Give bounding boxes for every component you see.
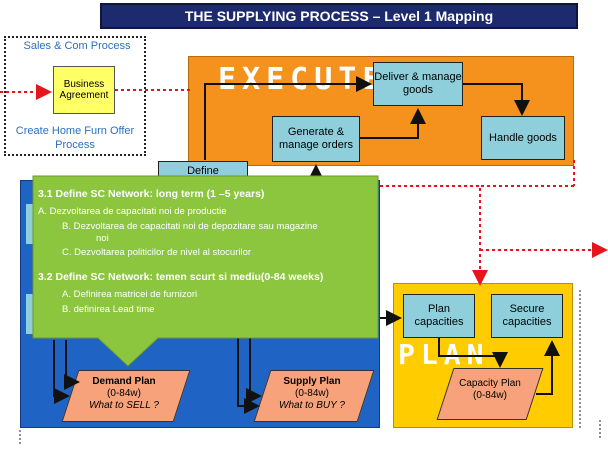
secure-capacities-box[interactable]: Secure capacities <box>491 294 563 338</box>
red-link-execute-plan <box>380 185 488 286</box>
generate-manage-orders-box[interactable]: Generate & manage orders <box>272 116 360 162</box>
page-title: THE SUPPLYING PROCESS – Level 1 Mapping <box>100 3 578 29</box>
capacity-plan-label: Capacity Plan <box>459 378 521 389</box>
create-offer-label: Create Home Furn Offer Process <box>15 125 135 151</box>
arrow-supply-2 <box>237 330 260 414</box>
callout-shape <box>32 175 379 367</box>
arrow-to-deliver <box>204 76 372 160</box>
arrow-deliver-handle <box>463 83 530 116</box>
deliver-manage-goods-box[interactable]: Deliver & manage goods <box>373 62 463 106</box>
capacity-plan-range: (0-84w) <box>473 390 507 401</box>
callout-heading-long-term: 3.1 Define SC Network: long term (1 –5 y… <box>38 188 265 200</box>
supply-plan-text: Supply Plan (0-84w) What to BUY ? <box>260 376 364 412</box>
callout-item-b: B. Dezvoltarea de capacitati noi de depo… <box>62 221 318 232</box>
define-zone-bar <box>26 204 34 244</box>
define-tab-label: Define <box>187 164 219 177</box>
supply-plan-range: (0-84w) <box>295 388 329 399</box>
demand-plan-question: What to SELL ? <box>89 400 159 411</box>
arrow-capacity-secure <box>536 340 560 395</box>
business-agreement-label: Business Agreement <box>59 79 109 101</box>
demand-plan-text: Demand Plan (0-84w) What to SELL ? <box>68 376 180 412</box>
sales-process-label: Sales & Com Process <box>23 40 131 52</box>
callout-item-2b: B. definirea Lead time <box>62 304 155 315</box>
execute-label: EXECUTE <box>218 62 387 97</box>
plan-capacities-label: Plan capacities <box>414 303 464 328</box>
arrow-generate-deliver <box>360 108 426 139</box>
capacity-plan-text: Capacity Plan (0-84w) <box>445 378 535 402</box>
handle-goods-label: Handle goods <box>489 131 557 144</box>
plan-label: PLAN <box>398 338 490 371</box>
arrow-plan-capacity <box>438 338 508 368</box>
handle-goods-box[interactable]: Handle goods <box>481 116 565 160</box>
sales-process-frame <box>4 36 146 156</box>
demand-plan-label: Demand Plan <box>92 376 156 387</box>
callout-item-b-cont: noi <box>96 233 109 244</box>
arrow-demand-2 <box>64 340 80 390</box>
arrow-demand-1 <box>53 340 70 404</box>
define-zone-bar <box>26 294 34 334</box>
business-agreement-note[interactable]: Business Agreement <box>53 66 115 114</box>
callout-item-a: A. Dezvoltarea de capacitati noi de prod… <box>38 206 227 217</box>
callout-heading-short-term: 3.2 Define SC Network: temen scurt si me… <box>38 271 324 283</box>
arrow-supply-1 <box>246 330 262 404</box>
supply-plan-label: Supply Plan <box>283 376 341 387</box>
callout-item-2a: A. Definirea matricei de furnizori <box>62 289 198 300</box>
demand-plan-range: (0-84w) <box>107 388 141 399</box>
deliver-manage-goods-label: Deliver & manage goods <box>374 71 462 96</box>
secure-capacities-label: Secure capacities <box>502 303 552 328</box>
generate-manage-orders-label: Generate & manage orders <box>279 126 353 151</box>
supply-plan-question: What to BUY ? <box>279 400 345 411</box>
callout-item-c: C. Dezvoltarea politicilor de nivel al s… <box>62 247 252 258</box>
plan-capacities-box[interactable]: Plan capacities <box>403 294 475 338</box>
